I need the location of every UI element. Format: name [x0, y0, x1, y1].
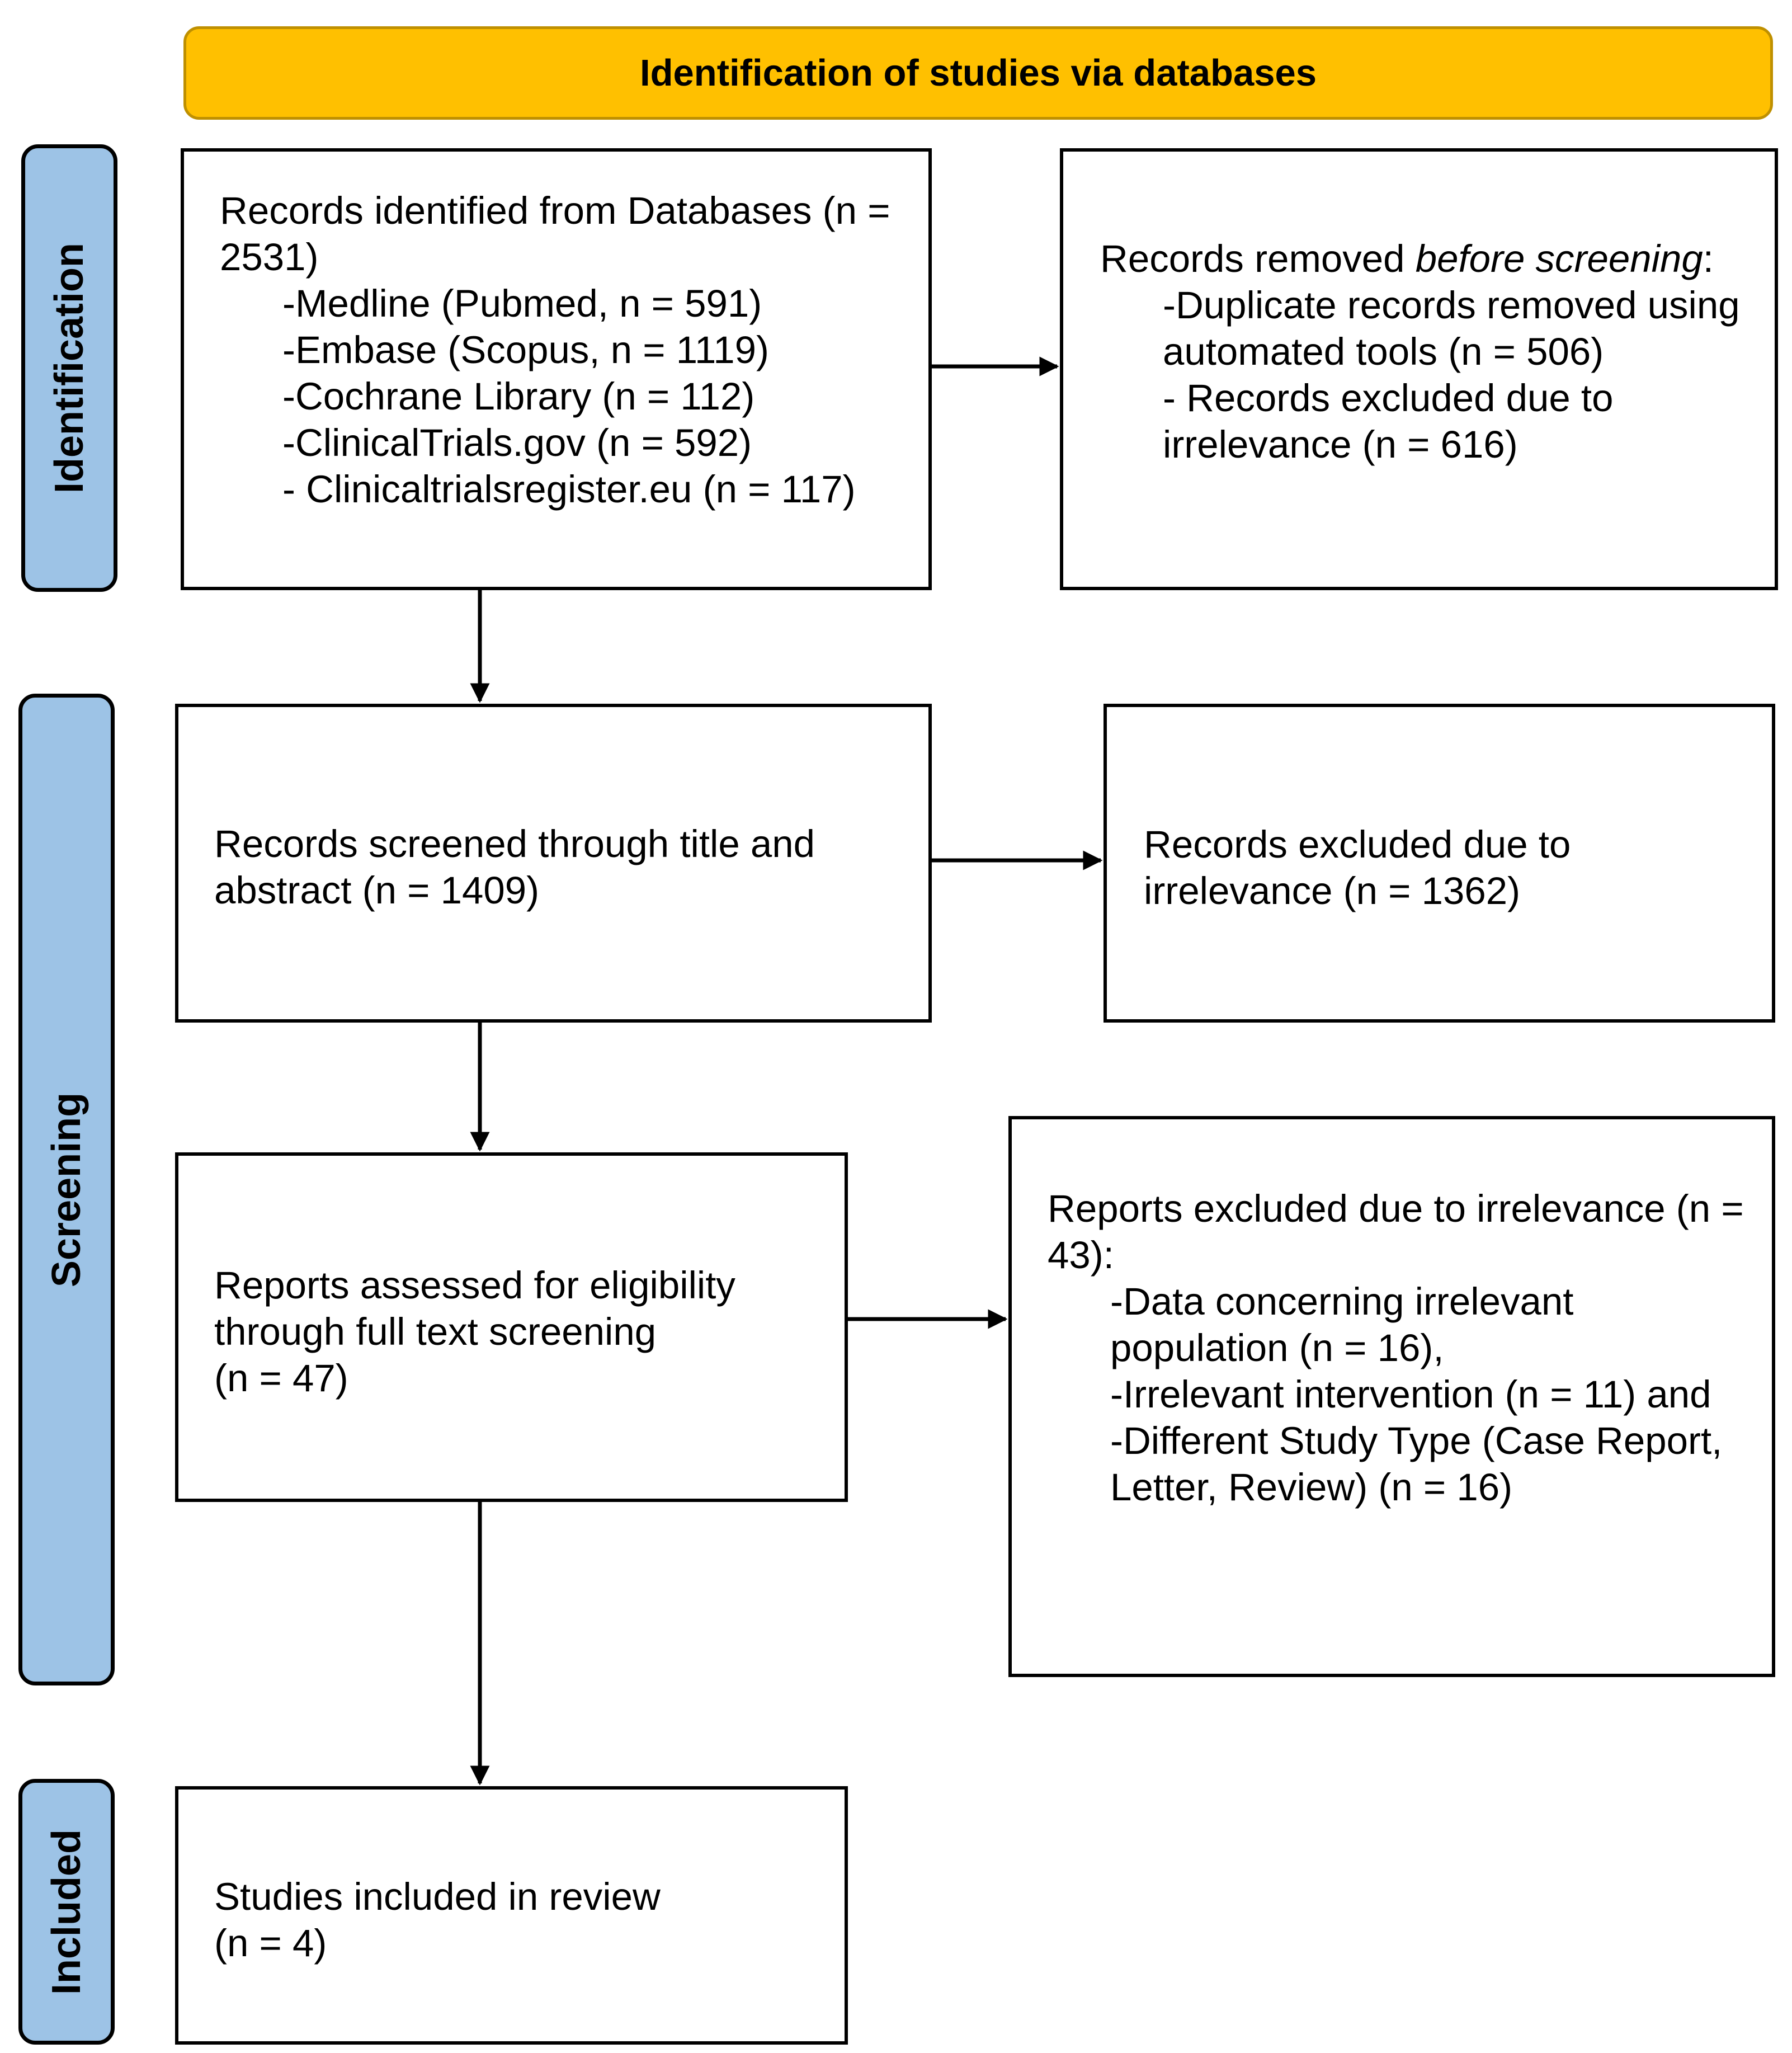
studies-included-text: Studies included in review [214, 1875, 661, 1918]
studies-included-count: (n = 4) [214, 1922, 327, 1965]
header-title: Identification of studies via databases [639, 52, 1317, 94]
records-excluded-text: Records excluded due to irrelevance (n =… [1144, 823, 1571, 912]
records-excluded-box: Records excluded due to irrelevance (n =… [1104, 704, 1775, 1023]
records-screened-box: Records screened through title and abstr… [175, 704, 932, 1023]
excluded-different-study-type: -Different Study Type (Case Report, Lett… [1110, 1419, 1723, 1509]
records-excluded-irrelevance: - Records excluded due to irrelevance (n… [1163, 376, 1614, 466]
reports-assessed-text: Reports assessed for eligibility through… [214, 1264, 735, 1353]
excluded-irrelevant-intervention: -Irrelevant intervention (n = 11) and [1110, 1373, 1711, 1416]
phase-label-identification: Identification [21, 144, 117, 592]
phase-label-included: Included [18, 1779, 115, 2045]
reports-assessed-count: (n = 47) [214, 1357, 348, 1400]
source-medline: -Medline (Pubmed, n = 591) [282, 282, 762, 325]
reports-assessed-box: Reports assessed for eligibility through… [175, 1152, 848, 1502]
identification-header: Identification of studies via databases [183, 26, 1773, 120]
records-identified-title: Records identified from Databases (n = 2… [220, 189, 890, 279]
excluded-irrelevant-population: -Data concerning irrelevant population (… [1110, 1280, 1574, 1369]
duplicates-removed: -Duplicate records removed using automat… [1163, 284, 1740, 373]
reports-excluded-box: Reports excluded due to irrelevance (n =… [1008, 1116, 1775, 1677]
source-clinicaltrialsregister-eu: - Clinicaltrialsregister.eu (n = 117) [282, 468, 856, 511]
source-clinicaltrials-gov: -ClinicalTrials.gov (n = 592) [282, 421, 752, 464]
records-identified-box: Records identified from Databases (n = 2… [181, 148, 932, 590]
source-embase: -Embase (Scopus, n = 1119) [282, 328, 769, 371]
source-cochrane: -Cochrane Library (n = 112) [282, 375, 755, 418]
reports-excluded-title: Reports excluded due to irrelevance (n =… [1048, 1187, 1744, 1277]
phase-label-screening: Screening [18, 694, 115, 1685]
studies-included-box: Studies included in review (n = 4) [175, 1786, 848, 2045]
records-screened-text: Records screened through title and abstr… [214, 822, 815, 912]
records-removed-box: Records removed before screening: -Dupli… [1060, 148, 1778, 590]
records-removed-title: Records removed before screening: [1100, 237, 1714, 280]
